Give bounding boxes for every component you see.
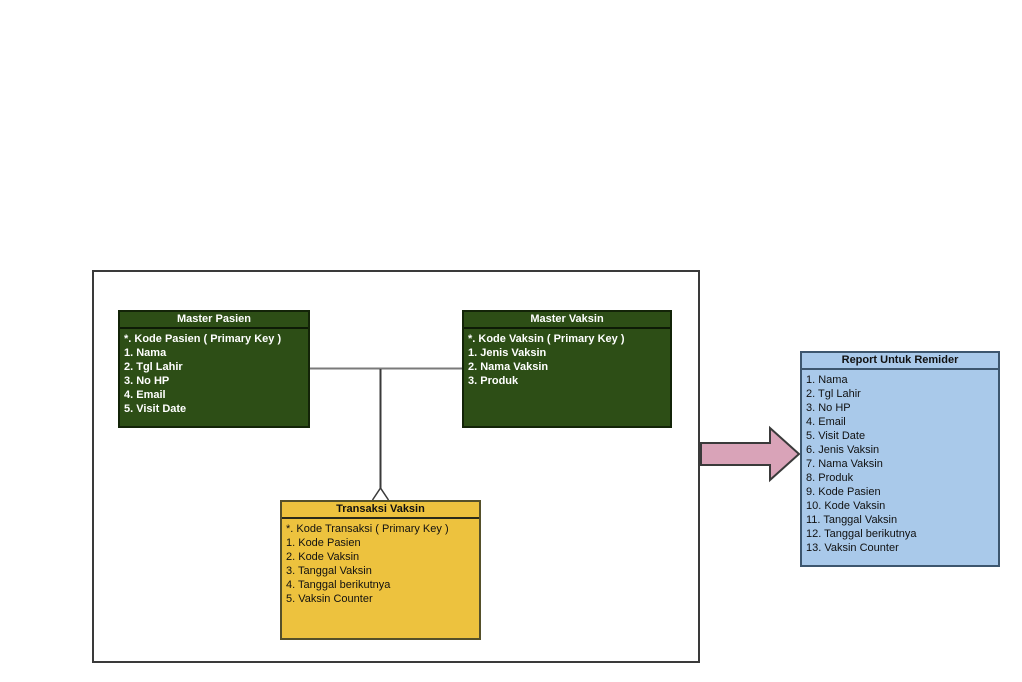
report-flow-arrow-icon: [700, 425, 801, 483]
entity-field: 6. Jenis Vaksin: [806, 444, 880, 456]
entity-field: 1. Nama: [124, 347, 167, 359]
entity-report-untuk-remider: Report Untuk Remider 1. Nama 2. Tgl Lahi…: [800, 351, 1000, 567]
entity-field: 2. Nama Vaksin: [468, 361, 549, 373]
entity-field: 11. Tanggal Vaksin: [806, 514, 898, 526]
entity-field: 5. Visit Date: [806, 430, 866, 442]
entity-field: 1. Nama: [806, 374, 848, 386]
entity-title-transaksi-vaksin: Transaksi Vaksin: [282, 502, 479, 519]
entity-title-master-pasien: Master Pasien: [120, 312, 308, 329]
entity-field: 9. Kode Pasien: [806, 486, 881, 498]
entity-field: 2. Kode Vaksin: [286, 551, 360, 563]
entity-master-vaksin: Master Vaksin *. Kode Vaksin ( Primary K…: [462, 310, 672, 428]
entity-field: 10. Kode Vaksin: [806, 500, 886, 512]
entity-field: 4. Email: [806, 416, 846, 428]
entity-field: 3. Tanggal Vaksin: [286, 565, 372, 577]
entity-field-list: *. Kode Vaksin ( Primary Key ) 1. Jenis …: [464, 332, 670, 388]
entity-field: *. Kode Transaksi ( Primary Key ): [286, 523, 449, 535]
entity-title-master-vaksin: Master Vaksin: [464, 312, 670, 329]
entity-field: 4. Email: [124, 389, 166, 401]
entity-field: 13. Vaksin Counter: [806, 542, 899, 554]
entity-field-list: *. Kode Pasien ( Primary Key ) 1. Nama 2…: [120, 332, 308, 416]
entity-field: 1. Jenis Vaksin: [468, 347, 547, 359]
entity-master-pasien: Master Pasien *. Kode Pasien ( Primary K…: [118, 310, 310, 428]
entity-field: 3. No HP: [806, 402, 851, 414]
entity-field: 1. Kode Pasien: [286, 537, 361, 549]
entity-field: 3. No HP: [124, 375, 170, 387]
entity-field: *. Kode Pasien ( Primary Key ): [124, 333, 282, 345]
entity-field-list: *. Kode Transaksi ( Primary Key ) 1. Kod…: [282, 522, 479, 606]
entity-field: 3. Produk: [468, 375, 519, 387]
entity-field: 5. Visit Date: [124, 403, 187, 415]
entity-field: 7. Nama Vaksin: [806, 458, 883, 470]
system-boundary-box: [92, 270, 700, 663]
entity-field: *. Kode Vaksin ( Primary Key ): [468, 333, 625, 345]
entity-title-report-untuk-remider: Report Untuk Remider: [802, 353, 998, 370]
entity-transaksi-vaksin: Transaksi Vaksin *. Kode Transaksi ( Pri…: [280, 500, 481, 640]
entity-field: 12. Tanggal berikutnya: [806, 528, 917, 540]
entity-field: 8. Produk: [806, 472, 854, 484]
entity-field-list: 1. Nama 2. Tgl Lahir 3. No HP 4. Email 5…: [802, 373, 998, 555]
entity-field: 4. Tanggal berikutnya: [286, 579, 391, 591]
entity-field: 2. Tgl Lahir: [124, 361, 183, 373]
entity-field: 5. Vaksin Counter: [286, 593, 373, 605]
entity-field: 2. Tgl Lahir: [806, 388, 861, 400]
